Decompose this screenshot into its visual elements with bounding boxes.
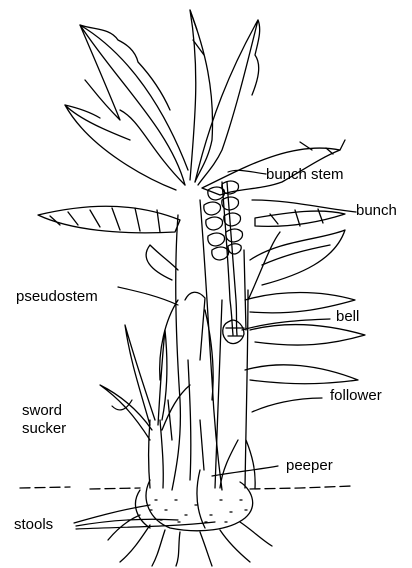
stools <box>135 470 252 531</box>
label-bunch-stem: bunch stem <box>266 166 344 183</box>
label-sword: sword <box>22 402 62 419</box>
leader-lines <box>74 170 356 529</box>
label-bell: bell <box>336 308 359 325</box>
ground-line <box>20 486 352 489</box>
label-sucker: sucker <box>22 420 66 437</box>
roots <box>108 515 272 566</box>
label-pseudostem: pseudostem <box>16 288 98 305</box>
main-pseudostem <box>160 200 222 490</box>
label-follower: follower <box>330 387 382 404</box>
label-bunch: bunch <box>356 202 397 219</box>
follower-plant <box>215 232 280 488</box>
label-peeper: peeper <box>286 457 333 474</box>
label-stools: stools <box>14 516 53 533</box>
